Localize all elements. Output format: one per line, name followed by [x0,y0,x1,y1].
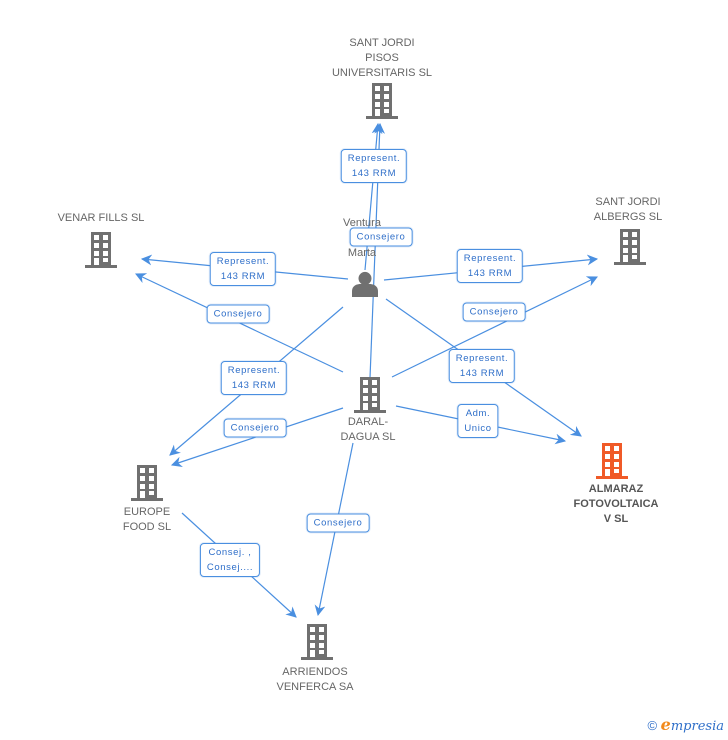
building-icon[interactable] [366,83,398,119]
building-icon[interactable] [131,465,163,501]
edge-label-daral-dagua-to-sant-jordi-albergs[interactable]: Consejero [462,302,526,322]
building-icon[interactable] [596,443,628,479]
node-label-venar-fills[interactable]: VENAR FILLS SL [57,212,145,224]
edge-label-daral-dagua-to-almaraz[interactable]: Adm. Unico [457,404,499,438]
node-label-europe-food[interactable]: EUROPE FOOD SL [122,506,172,533]
building-icon[interactable] [301,624,333,660]
edge-label-daral-dagua-to-europe-food[interactable]: Consejero [223,418,287,438]
edge-label-ventura-to-sant-jordi-albergs[interactable]: Represent. 143 RRM [456,249,524,283]
empresia-logo[interactable]: empresia [660,715,724,734]
edge-label-daral-dagua-to-arriendos[interactable]: Consejero [306,513,370,533]
edge-label-ventura-to-sant-jordi-pisos[interactable]: Represent. 143 RRM [340,149,408,183]
edge-line-daral-dagua-to-sant-jordi-albergs [391,276,598,378]
edge-label-daral-dagua-to-sant-jordi-pisos[interactable]: Consejero [349,227,413,247]
node-label-daral-dagua[interactable]: DARAL- DAGUA SL [340,416,396,443]
node-label-sant-jordi-albergs[interactable]: SANT JORDI ALBERGS SL [593,196,663,223]
copyright-icon: © [647,718,658,733]
building-icon[interactable] [85,232,117,268]
edge-label-ventura-to-europe-food[interactable]: Represent. 143 RRM [220,361,288,395]
node-label-sant-jordi-pisos[interactable]: SANT JORDI PISOS UNIVERSITARIS SL [331,37,433,79]
empresia-footer[interactable]: © empresia [647,715,724,734]
building-icon[interactable] [614,229,646,265]
edge-label-ventura-to-almaraz[interactable]: Represent. 143 RRM [448,349,516,383]
edge-label-ventura-to-venar-fills[interactable]: Represent. 143 RRM [209,252,277,286]
node-label-almaraz[interactable]: ALMARAZ FOTOVOLTAICA V SL [573,483,659,525]
node-label-arriendos[interactable]: ARRIENDOS VENFERCA SA [276,666,354,693]
building-icon[interactable] [354,377,386,413]
edge-label-daral-dagua-to-venar-fills[interactable]: Consejero [206,304,270,324]
edge-label-europe-food-to-arriendos[interactable]: Consej. , Consej.... [199,543,261,577]
